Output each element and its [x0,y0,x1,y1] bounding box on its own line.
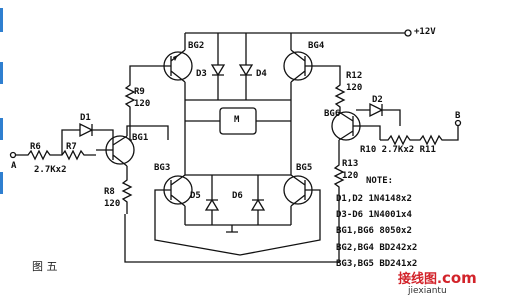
r13-value: 120 [342,171,359,181]
input-a-terminal [9,151,17,159]
r13-label: R13 [342,159,359,169]
watermark: 接线图.com [398,268,477,287]
notes-item: D3-D6 1N4001x4 [336,210,412,220]
r8-resistor [121,166,133,214]
r8-label: R8 [104,187,115,197]
r12-resistor [320,65,346,113]
r6-label: R6 [30,142,41,152]
watermark-domain: jiexiantu [408,286,447,296]
bg4-label: BG4 [308,41,325,51]
d6-diode [250,175,266,225]
d2-label: D2 [372,95,383,105]
edge-marker [0,8,3,32]
ground-bus [185,224,291,233]
d1-label: D1 [80,113,91,123]
r9-label: R9 [134,87,145,97]
d5-diode [204,175,220,225]
d3-diode [210,33,226,100]
input-b-terminal [454,119,462,127]
d1-diode [61,122,114,155]
r10-r11-label: R10 2.7Kx2 R11 [360,145,436,155]
r12-label: R12 [346,71,363,81]
notes-item: BG3,BG5 BD241x2 [336,259,418,269]
watermark-brand: 接线图 [398,272,438,287]
r9-resistor [124,65,160,141]
edge-marker [0,62,3,84]
bg3-label: BG3 [154,163,171,173]
notes-item: BG1,BG6 8050x2 [336,226,412,236]
input-b-label: B [455,111,461,121]
vcc-terminal [404,29,412,37]
watermark-tld: com [441,269,477,287]
bg2-label: BG2 [188,41,205,51]
motor-label: M [234,115,240,125]
notes-item: BG2,BG4 BD242x2 [336,243,418,253]
bg6-label: BG6 [324,109,341,119]
edge-marker [0,118,3,140]
r10-r11-resistors [380,125,459,146]
r6-r7-value: 2.7Kx2 [34,165,67,175]
notes-title: NOTE: [366,176,394,186]
r8-value: 120 [104,199,121,209]
figure-caption: 图 五 [32,260,58,273]
bg1-label: BG1 [132,133,149,143]
d4-diode [238,33,254,100]
vcc-label: +12V [414,27,436,37]
d6-label: D6 [232,191,243,201]
d5-label: D5 [190,191,201,201]
r13-resistor [124,148,345,263]
r9-value: 120 [134,99,151,109]
input-a-label: A [11,161,17,171]
r12-value: 120 [346,83,363,93]
watermark-dot: . [437,272,442,287]
r6-r7-resistors [15,149,96,161]
notes-item: D1,D2 1N4148x2 [336,194,412,204]
d4-label: D4 [256,69,267,79]
r7-label: R7 [66,142,77,152]
bg5-label: BG5 [296,163,313,173]
edge-marker [0,172,3,194]
d3-label: D3 [196,69,207,79]
d2-diode [356,102,401,126]
